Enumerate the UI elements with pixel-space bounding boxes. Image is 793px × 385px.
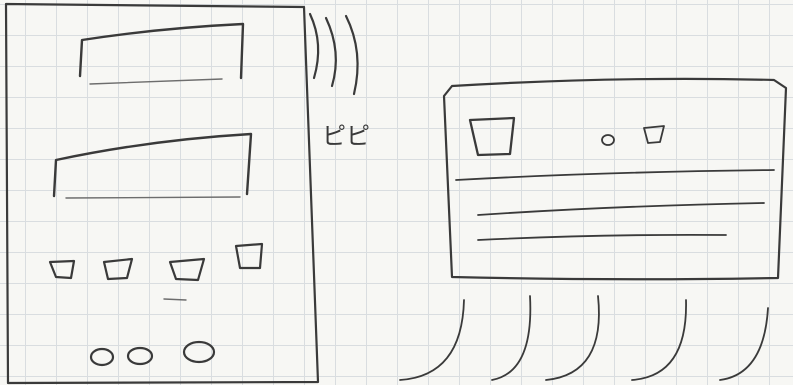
remote-round-button — [91, 349, 113, 365]
remote-round-button — [184, 342, 214, 362]
ac-display-panel — [470, 118, 514, 155]
remote-square-button — [236, 244, 262, 268]
airflow-curve — [632, 300, 686, 380]
airflow-curve — [720, 308, 768, 380]
airflow-curves — [400, 296, 768, 380]
ac-indicator-light — [602, 135, 614, 145]
remote-square-button — [104, 259, 132, 279]
ac-louver-line — [456, 170, 774, 180]
signal-waves — [310, 14, 358, 94]
remote-control — [6, 4, 318, 383]
air-conditioner — [444, 79, 786, 279]
remote-body — [6, 4, 318, 383]
remote-round-button-row — [91, 342, 214, 365]
airflow-curve — [546, 296, 599, 380]
remote-mark — [164, 299, 186, 300]
sound-label: ピピ — [322, 122, 370, 150]
ac-indicator-light — [644, 126, 664, 143]
ac-louver-line — [478, 235, 726, 240]
airflow-curve — [400, 300, 464, 380]
remote-round-button — [128, 348, 152, 364]
ac-louvers — [456, 170, 774, 240]
ac-louver-line — [478, 203, 764, 215]
remote-wide-button — [54, 134, 251, 198]
ac-body — [444, 79, 786, 279]
airflow-curve — [492, 296, 530, 380]
remote-square-button — [170, 259, 204, 280]
remote-square-button — [50, 261, 74, 278]
remote-square-button-row — [50, 244, 262, 280]
remote-display-button — [80, 24, 243, 84]
